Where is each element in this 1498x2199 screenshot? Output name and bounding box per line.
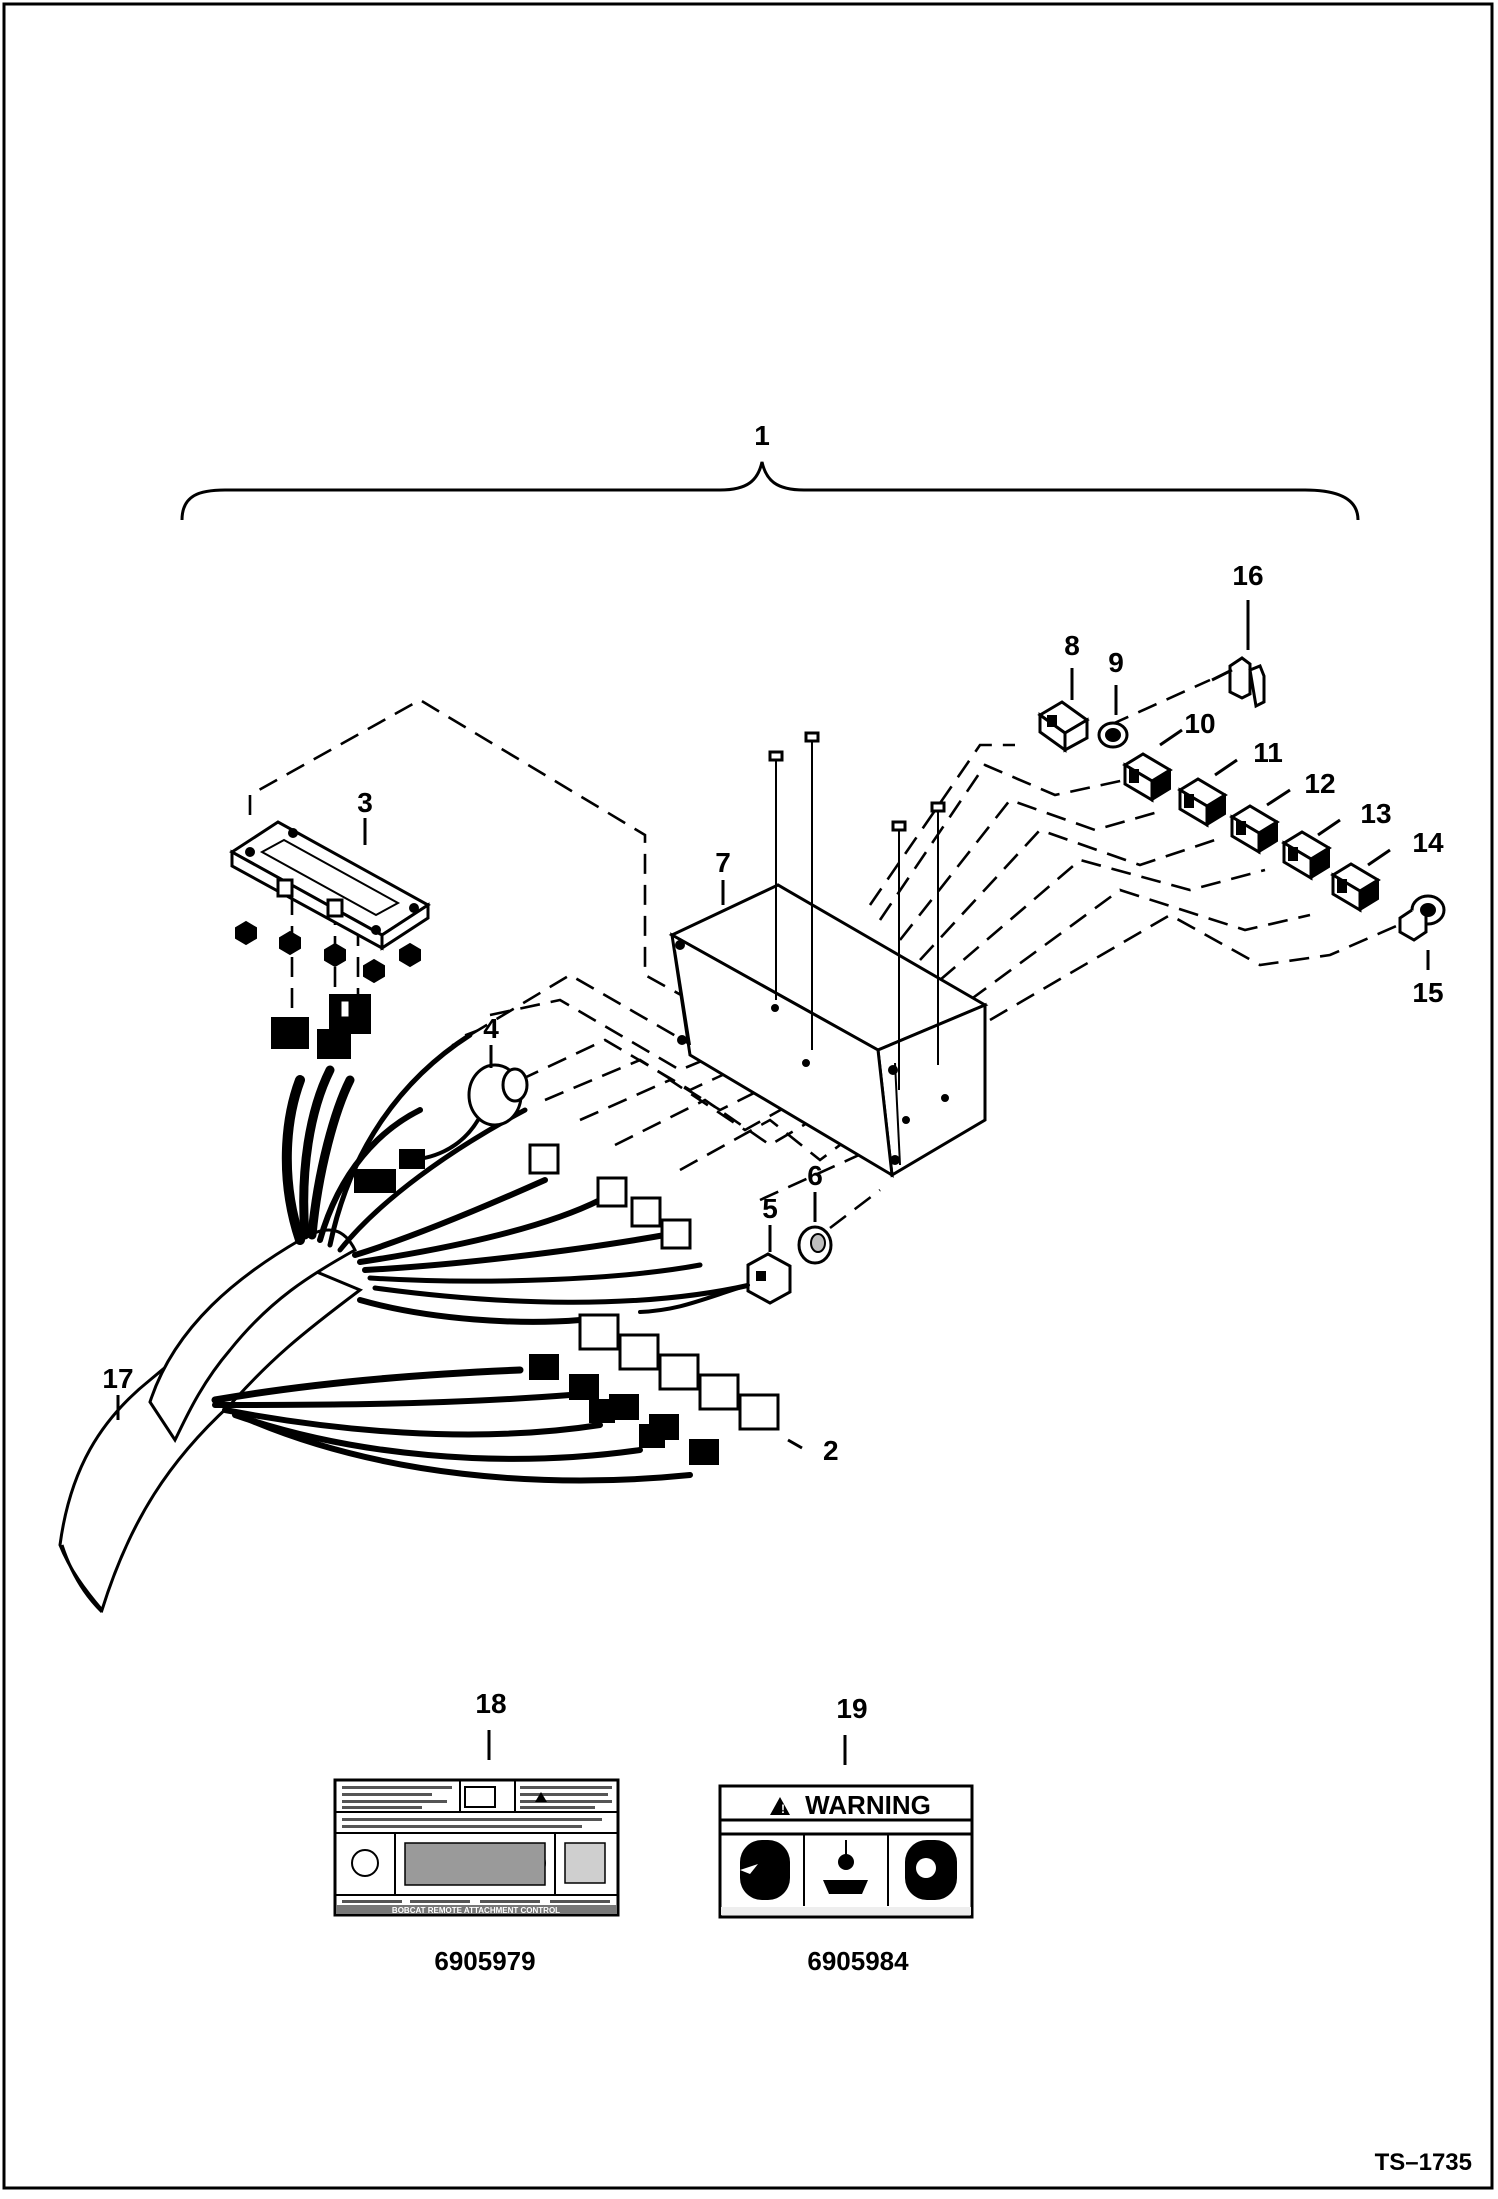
drawing-id: TS–1735 — [1375, 2149, 1472, 2176]
part-number-19: 6905984 — [807, 1946, 909, 1976]
callout-18: 18 — [475, 1688, 506, 1719]
hazard-pictogram-2 — [823, 1880, 868, 1894]
callout-16: 16 — [1232, 560, 1263, 591]
warning-triangle-icon — [770, 1797, 790, 1815]
callout-8: 8 — [1064, 630, 1080, 661]
switch-12 — [1229, 804, 1280, 855]
connector-cluster-2 — [529, 1313, 780, 1465]
connector-5-and-6 — [638, 1225, 833, 1314]
callout-5: 5 — [762, 1193, 778, 1224]
svg-text:!: ! — [781, 1802, 785, 1816]
assembly-dashed-lines — [248, 678, 1411, 1230]
leader-lines — [116, 600, 1430, 1765]
decal-19: ! WARNING — [718, 1784, 974, 1919]
wiring-harness — [58, 1032, 753, 1614]
callout-10: 10 — [1184, 708, 1215, 739]
switch-13 — [1281, 830, 1332, 881]
callout-4: 4 — [483, 1013, 499, 1044]
callout-14: 14 — [1412, 827, 1444, 858]
pushbutton-15 — [1398, 894, 1446, 942]
decal-18: BOBCAT REMOTE ATTACHMENT CONTROL — [333, 1778, 620, 1917]
callout-3: 3 — [357, 787, 373, 818]
control-box — [668, 883, 989, 1178]
plate-connectors — [271, 994, 371, 1059]
box-screws — [768, 731, 946, 1090]
callout-6: 6 — [807, 1160, 823, 1191]
callout-1: 1 — [754, 420, 770, 451]
relay-connectors — [451, 1029, 692, 1250]
decal-18-footer: BOBCAT REMOTE ATTACHMENT CONTROL — [392, 1906, 560, 1915]
callout-15: 15 — [1412, 977, 1443, 1008]
callout-9: 9 — [1108, 647, 1124, 678]
callout-2: 2 — [823, 1435, 839, 1466]
callout-13: 13 — [1360, 798, 1391, 829]
hazard-pictogram-1 — [740, 1840, 790, 1900]
callout-7: 7 — [715, 847, 731, 878]
switch-11 — [1177, 777, 1228, 828]
switch-14 — [1330, 862, 1381, 913]
sensor-4 — [354, 1063, 529, 1193]
decal-19-signal-word: WARNING — [805, 1790, 931, 1820]
mounting-plate — [229, 820, 431, 984]
rocker-switches — [1122, 752, 1446, 942]
callout-17: 17 — [102, 1363, 133, 1394]
callout-labels: 1 2 3 4 5 6 7 8 9 10 11 12 13 14 15 16 1… — [102, 420, 1444, 1724]
switch-10 — [1122, 752, 1173, 803]
part-number-18: 6905979 — [434, 1946, 535, 1976]
assembly-brace — [180, 461, 1360, 521]
callout-19: 19 — [836, 1693, 867, 1724]
callout-12: 12 — [1304, 768, 1335, 799]
callout-11: 11 — [1253, 737, 1283, 768]
key-switch-parts — [1037, 656, 1266, 753]
